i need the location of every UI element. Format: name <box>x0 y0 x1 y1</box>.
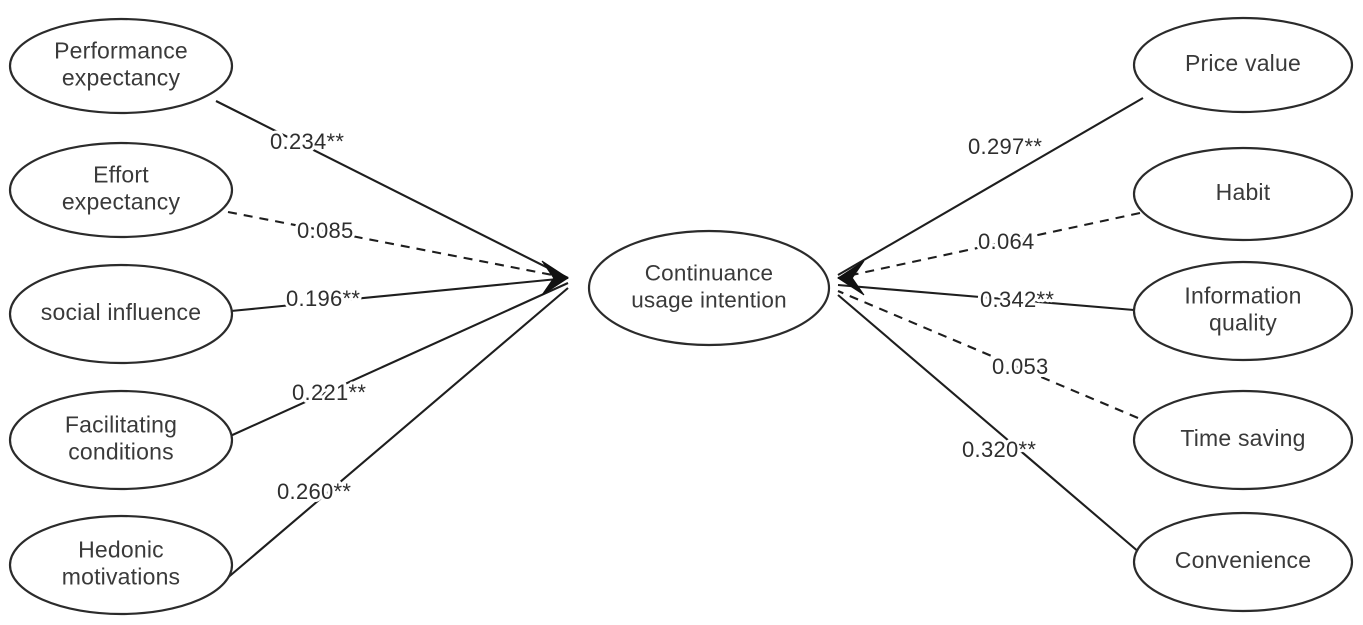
node-ellipse-continuance-usage-intention <box>587 229 831 347</box>
coefficient-label-path-time-saving: 0.053 <box>992 354 1049 379</box>
coefficient-label-path-hedonic-motivations: 0.260** <box>277 479 351 504</box>
path-convenience <box>837 294 1141 554</box>
node-label-continuance-usage-intention: Continuance <box>645 260 774 285</box>
coefficient-halo-path-performance-expectancy: 0.234** <box>270 129 344 154</box>
coefficient-halo-path-habit: 0.064 <box>978 229 1035 254</box>
path-price-value <box>837 97 1144 276</box>
node-habit[interactable]: Habit <box>1132 146 1354 242</box>
coefficient-labels-layer: 0.234**0.234**0.0850.0850.196**0.196**0.… <box>267 126 1057 507</box>
coefficient-halo-path-effort-expectancy: 0.085 <box>297 218 354 243</box>
node-ellipse-convenience <box>1132 511 1354 613</box>
node-label-information-quality: quality <box>1209 310 1277 336</box>
node-label-facilitating-conditions: Facilitating <box>65 412 177 438</box>
coefficient-label-path-performance-expectancy: 0.234** <box>270 129 344 154</box>
node-ellipse-performance-expectancy <box>8 17 234 115</box>
node-price-value[interactable]: Price value <box>1132 16 1354 114</box>
nodes-layer: PerformanceexpectancyEffortexpectancysoc… <box>8 16 1354 616</box>
coefficient-halo-path-price-value: 0.297** <box>968 134 1042 159</box>
node-social-influence[interactable]: social influence <box>8 263 234 365</box>
coefficient-label-path-convenience: 0.320** <box>962 437 1036 462</box>
node-ellipse-effort-expectancy <box>8 141 234 239</box>
node-label-convenience: Convenience <box>1175 547 1311 573</box>
node-ellipse-social-influence <box>8 263 234 365</box>
coefficient-label-path-information-quality: 0.342** <box>980 287 1054 312</box>
node-label-social-influence: social influence <box>41 299 201 325</box>
coefficient-halo-path-hedonic-motivations: 0.260** <box>277 479 351 504</box>
node-ellipse-information-quality <box>1132 260 1354 362</box>
node-ellipse-price-value <box>1132 16 1354 114</box>
node-ellipse-time-saving <box>1132 389 1354 491</box>
coefficient-label-path-social-influence: 0.196** <box>286 286 360 311</box>
node-label-effort-expectancy: expectancy <box>62 189 181 215</box>
node-ellipse-habit <box>1132 146 1354 242</box>
path-performance-expectancy <box>215 100 569 279</box>
arrowhead-left <box>541 260 569 296</box>
arrowhead-right <box>837 260 865 296</box>
node-label-information-quality: Information <box>1184 283 1301 309</box>
node-label-performance-expectancy: expectancy <box>62 65 181 91</box>
arrowheads-layer <box>541 260 865 296</box>
path-facilitating-conditions <box>227 282 569 438</box>
node-label-facilitating-conditions: conditions <box>68 439 174 465</box>
coefficient-label-path-price-value: 0.297** <box>968 134 1042 159</box>
node-ellipse-facilitating-conditions <box>8 389 234 491</box>
edges-layer <box>215 97 1144 581</box>
node-label-continuance-usage-intention: usage intention <box>631 287 787 312</box>
path-information-quality <box>837 283 1135 312</box>
path-habit <box>837 211 1141 280</box>
node-label-price-value: Price value <box>1185 50 1301 76</box>
node-time-saving[interactable]: Time saving <box>1132 389 1354 491</box>
node-label-hedonic-motivations: motivations <box>62 564 181 590</box>
node-label-performance-expectancy: Performance <box>54 38 188 64</box>
path-hedonic-motivations <box>224 287 569 581</box>
path-effort-expectancy <box>227 210 569 280</box>
coefficient-halo-path-social-influence: 0.196** <box>286 286 360 311</box>
node-label-hedonic-motivations: Hedonic <box>78 537 164 563</box>
node-label-effort-expectancy: Effort <box>93 162 149 188</box>
coefficient-label-path-effort-expectancy: 0.085 <box>297 218 354 243</box>
coefficient-halo-path-facilitating-conditions: 0.221** <box>292 380 366 405</box>
coefficient-halo-path-information-quality: 0.342** <box>980 287 1054 312</box>
node-ellipse-hedonic-motivations <box>8 514 234 616</box>
coefficient-label-path-facilitating-conditions: 0.221** <box>292 380 366 405</box>
node-label-time-saving: Time saving <box>1180 425 1305 451</box>
coefficient-label-path-habit: 0.064 <box>978 229 1035 254</box>
node-convenience[interactable]: Convenience <box>1132 511 1354 613</box>
path-time-saving <box>837 290 1139 419</box>
coefficient-halo-path-convenience: 0.320** <box>962 437 1036 462</box>
node-label-habit: Habit <box>1216 179 1271 205</box>
coefficient-halo-path-time-saving: 0.053 <box>992 354 1049 379</box>
path-social-influence <box>230 276 569 313</box>
